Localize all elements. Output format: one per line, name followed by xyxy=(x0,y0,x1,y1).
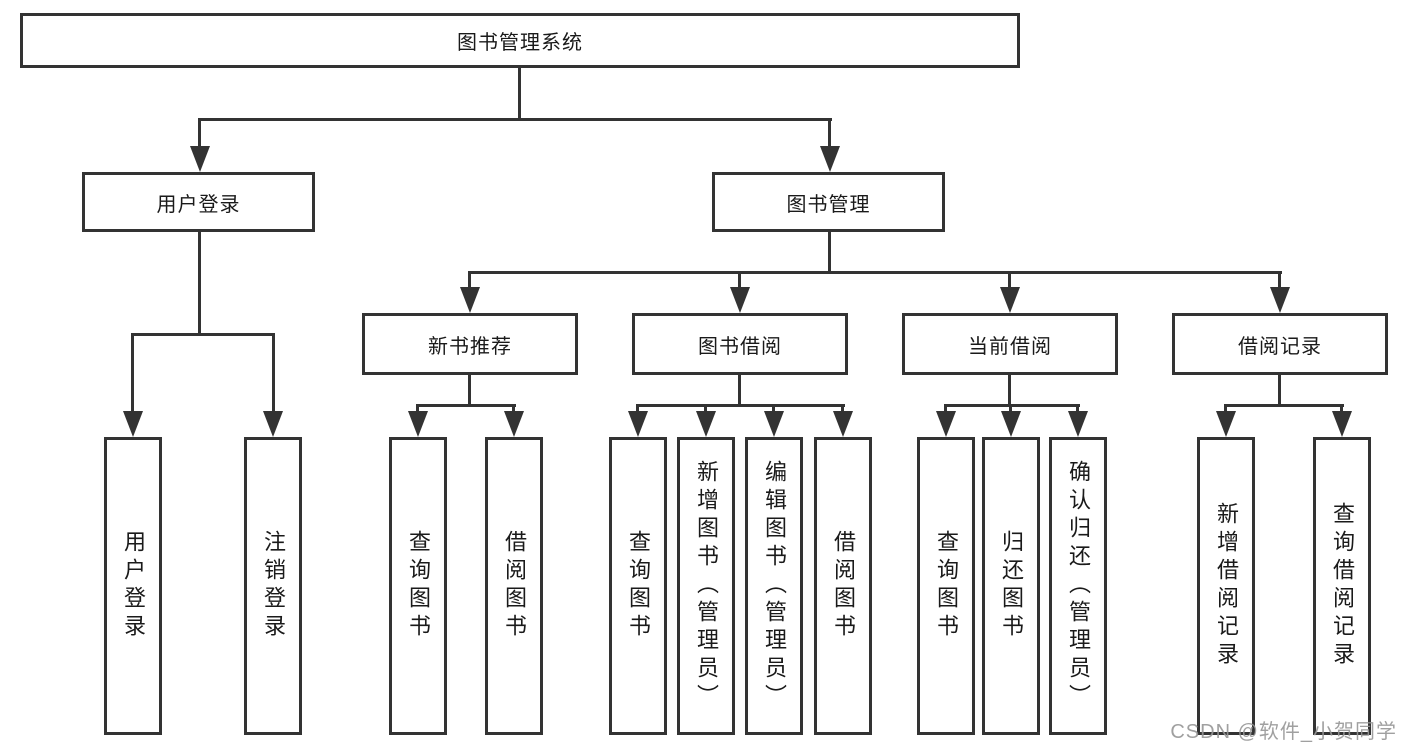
leaf-current-query: 查询图书 xyxy=(917,437,975,735)
connector-drop-new-book xyxy=(468,271,471,293)
node-current-borrow: 当前借阅 xyxy=(902,313,1118,375)
node-book-borrow: 图书借阅 xyxy=(632,313,848,375)
leaf-borrow-borrow: 借阅图书 xyxy=(814,437,872,735)
arrow-bb-add xyxy=(696,411,716,437)
leaf-user-login: 用户登录 xyxy=(104,437,162,735)
leaf-newbook-borrow: 借阅图书 xyxy=(485,437,543,735)
connector-drop-nb-borrow xyxy=(512,404,515,416)
leaf-current-confirm-admin: 确认归还（管理员） xyxy=(1049,437,1107,735)
connector-bookmgmt-rail xyxy=(469,271,1282,274)
connector-drop-cb-confirm xyxy=(1076,404,1079,416)
arrow-book-management xyxy=(820,146,840,172)
connector-drop-cb-query xyxy=(944,404,947,416)
connector-drop-bb-borrow xyxy=(841,404,844,416)
connector-drop-leaf-logout xyxy=(272,333,275,414)
leaf-logout-label: 注销登录 xyxy=(261,530,286,642)
connector-drop-br-query xyxy=(1340,404,1343,416)
leaf-record-add-label: 新增借阅记录 xyxy=(1214,502,1239,670)
connector-drop-bb-edit xyxy=(772,404,775,416)
leaf-borrow-borrow-label: 借阅图书 xyxy=(831,530,856,642)
node-new-book-recommend-label: 新书推荐 xyxy=(428,335,512,358)
arrow-bb-borrow xyxy=(833,411,853,437)
arrow-current-borrow xyxy=(1000,287,1020,313)
connector-records-stem xyxy=(1278,375,1281,407)
connector-bookborrow-stem xyxy=(738,375,741,407)
connector-drop-user-login xyxy=(198,118,201,150)
connector-root-rail xyxy=(198,118,832,121)
leaf-record-query: 查询借阅记录 xyxy=(1313,437,1371,735)
arrow-borrow-records xyxy=(1270,287,1290,313)
leaf-borrow-add-admin: 新增图书（管理员） xyxy=(677,437,735,735)
connector-newbook-stem xyxy=(468,375,471,407)
node-root: 图书管理系统 xyxy=(20,13,1020,68)
arrow-leaf-logout xyxy=(263,411,283,437)
connector-drop-book-management xyxy=(828,118,831,150)
node-book-management: 图书管理 xyxy=(712,172,945,232)
leaf-logout: 注销登录 xyxy=(244,437,302,735)
leaf-current-query-label: 查询图书 xyxy=(934,530,959,642)
leaf-borrow-add-admin-label: 新增图书（管理员） xyxy=(694,460,719,712)
arrow-new-book xyxy=(460,287,480,313)
csdn-watermark: CSDN @软件_小贺同学 xyxy=(1170,721,1397,743)
connector-currentborrow-rail xyxy=(944,404,1080,407)
arrow-nb-borrow xyxy=(504,411,524,437)
leaf-current-return-label: 归还图书 xyxy=(999,530,1024,642)
node-borrow-records: 借阅记录 xyxy=(1172,313,1388,375)
connector-drop-cb-return xyxy=(1009,404,1012,416)
leaf-record-query-label: 查询借阅记录 xyxy=(1330,502,1355,670)
arrow-bb-query xyxy=(628,411,648,437)
leaf-newbook-borrow-label: 借阅图书 xyxy=(502,530,527,642)
leaf-newbook-query: 查询图书 xyxy=(389,437,447,735)
leaf-newbook-query-label: 查询图书 xyxy=(406,530,431,642)
node-new-book-recommend: 新书推荐 xyxy=(362,313,578,375)
connector-currentborrow-stem xyxy=(1008,375,1011,407)
connector-drop-book-borrow xyxy=(738,271,741,293)
connector-drop-bb-add xyxy=(704,404,707,416)
arrow-br-add xyxy=(1216,411,1236,437)
leaf-borrow-edit-admin: 编辑图书（管理员） xyxy=(745,437,803,735)
arrow-cb-confirm xyxy=(1068,411,1088,437)
leaf-record-add: 新增借阅记录 xyxy=(1197,437,1255,735)
leaf-user-login-label: 用户登录 xyxy=(121,530,146,642)
connector-bookborrow-rail xyxy=(636,404,845,407)
connector-drop-bb-query xyxy=(636,404,639,416)
connector-drop-borrow-records xyxy=(1278,271,1281,293)
node-current-borrow-label: 当前借阅 xyxy=(968,335,1052,358)
arrow-nb-query xyxy=(408,411,428,437)
node-user-login: 用户登录 xyxy=(82,172,315,232)
connector-drop-current-borrow xyxy=(1008,271,1011,293)
connector-drop-br-add xyxy=(1224,404,1227,416)
leaf-borrow-query: 查询图书 xyxy=(609,437,667,735)
leaf-current-confirm-admin-label: 确认归还（管理员） xyxy=(1066,460,1091,712)
arrow-leaf-user-login xyxy=(123,411,143,437)
connector-bookmgmt-stem xyxy=(828,232,831,274)
arrow-br-query xyxy=(1332,411,1352,437)
arrow-cb-return xyxy=(1001,411,1021,437)
leaf-borrow-query-label: 查询图书 xyxy=(626,530,651,642)
connector-root-stem xyxy=(518,68,521,121)
node-book-management-label: 图书管理 xyxy=(786,193,871,216)
arrow-cb-query xyxy=(936,411,956,437)
leaf-borrow-edit-admin-label: 编辑图书（管理员） xyxy=(762,460,787,712)
arrow-user-login xyxy=(190,146,210,172)
connector-drop-nb-query xyxy=(416,404,419,416)
connector-drop-leaf-user-login xyxy=(131,333,134,414)
connector-userlogin-stem xyxy=(198,232,201,336)
node-borrow-records-label: 借阅记录 xyxy=(1238,335,1322,358)
node-root-label: 图书管理系统 xyxy=(457,32,583,54)
arrow-bb-edit xyxy=(764,411,784,437)
leaf-current-return: 归还图书 xyxy=(982,437,1040,735)
node-book-borrow-label: 图书借阅 xyxy=(698,335,782,358)
connector-userlogin-rail xyxy=(131,333,275,336)
connector-newbook-rail xyxy=(417,404,516,407)
connector-records-rail xyxy=(1224,404,1344,407)
node-user-login-label: 用户登录 xyxy=(156,193,241,216)
arrow-book-borrow xyxy=(730,287,750,313)
